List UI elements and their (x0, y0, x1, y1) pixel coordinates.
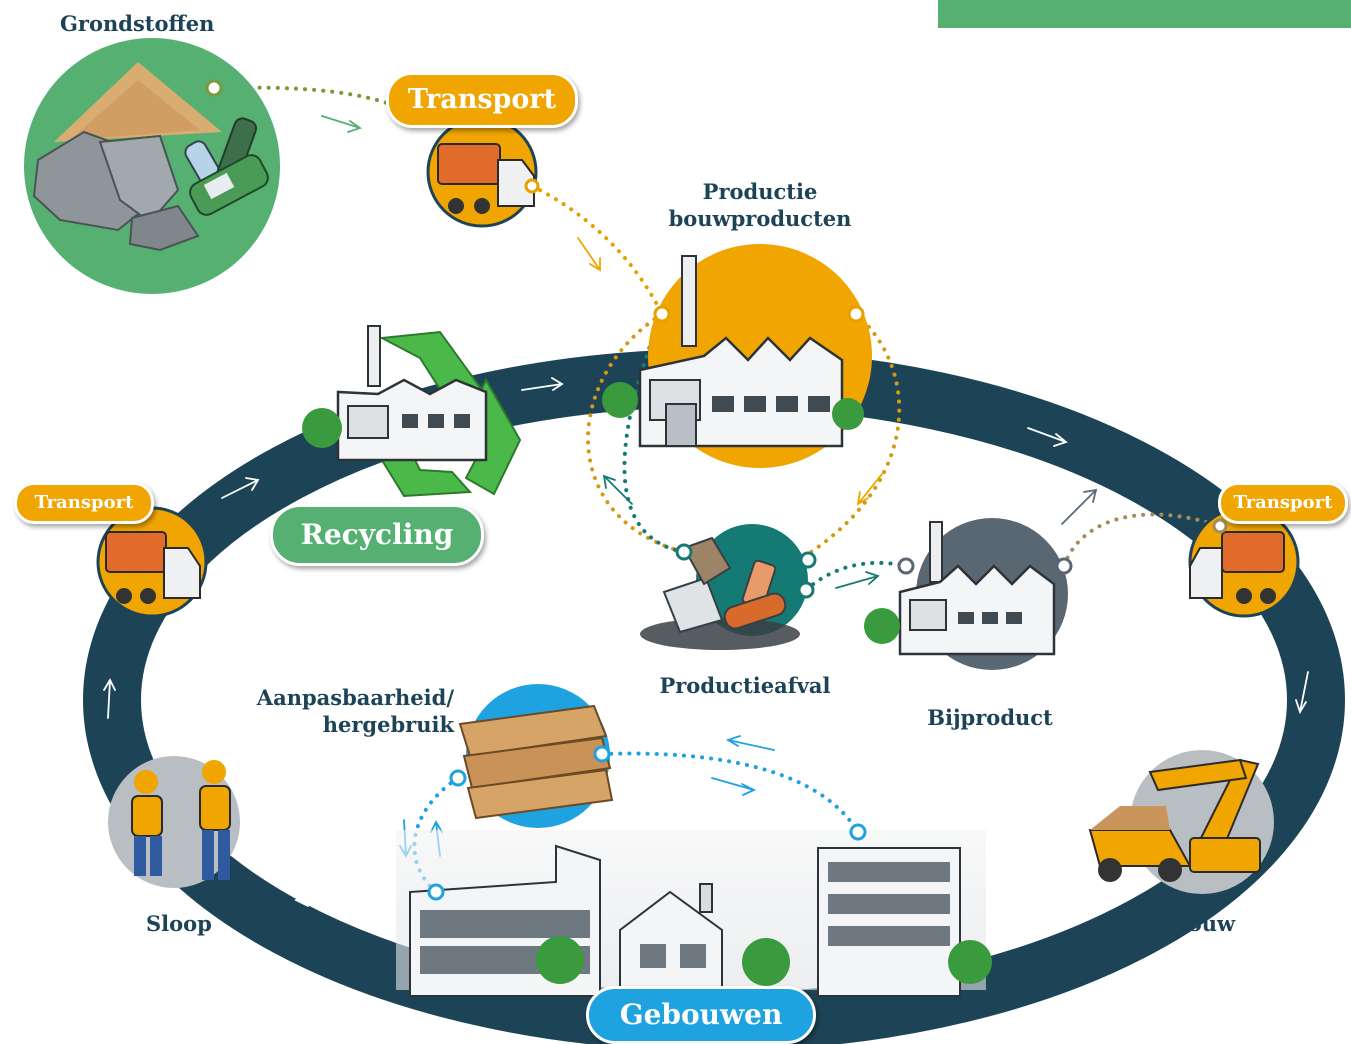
label-grondstoffen: Grondstoffen (60, 11, 215, 36)
excavator-icon (1088, 750, 1274, 894)
raw-materials-icon (24, 38, 280, 294)
truck-icon (426, 116, 540, 228)
pill-transport-left: Transport (14, 482, 154, 524)
label-aanpasbaarheid-line2: hergebruik (322, 712, 454, 737)
workers-icon (108, 756, 240, 888)
pill-recycling: Recycling (270, 504, 484, 566)
label-aanpasbaarheid: Aanpasbaarheid/ hergebruik (210, 684, 454, 738)
label-productieafval: Productieafval (659, 673, 831, 698)
label-aanpasbaarheid-line1: Aanpasbaarheid/ (256, 685, 454, 710)
label-productie-bouwproducten: Productie bouwproducten (640, 178, 880, 232)
label-bouw: Bouw (1170, 911, 1236, 936)
header-accent-bar (938, 0, 1351, 28)
factory-icon (864, 518, 1073, 670)
waste-icon (640, 524, 817, 650)
pill-transport-right: Transport (1218, 482, 1348, 524)
label-sloop: Sloop (146, 911, 212, 936)
factory-icon (602, 244, 872, 468)
recycling-icon (302, 325, 522, 498)
buildings-icon (396, 823, 992, 997)
truck-icon (96, 506, 208, 618)
label-bijproduct: Bijproduct (927, 705, 1053, 730)
label-productie-line2: bouwproducten (668, 206, 852, 231)
label-productie-line1: Productie (702, 179, 818, 204)
wood-planks-icon (449, 684, 614, 828)
pill-gebouwen: Gebouwen (586, 986, 816, 1044)
truck-icon (1188, 506, 1300, 618)
pill-transport-top: Transport (386, 72, 578, 128)
